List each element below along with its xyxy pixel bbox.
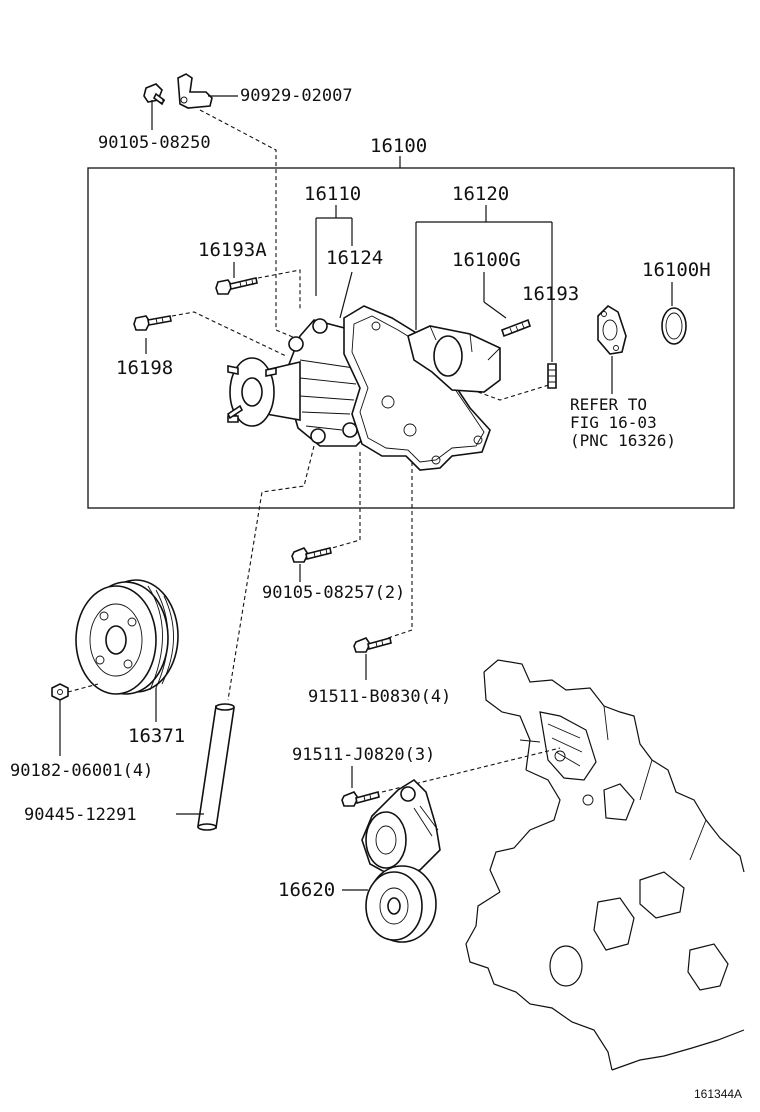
bolt-icon (215, 277, 258, 295)
label-90105-08257: 90105-08257(2) (262, 583, 405, 603)
assembly-box (87, 167, 735, 509)
bolt-icon (353, 637, 392, 653)
bolt-icon (341, 791, 380, 807)
label-91511-B0830: 91511-B0830(4) (308, 687, 451, 707)
engine-block-icon (465, 659, 745, 1071)
o-ring-icon (661, 307, 687, 345)
label-16110: 16110 (304, 183, 361, 205)
label-90445-12291: 90445-12291 (24, 805, 137, 825)
label-16100G: 16100G (452, 249, 521, 271)
label-90182-06001: 90182-06001(4) (10, 761, 153, 781)
label-16193: 16193 (522, 283, 579, 305)
bolt-icon (133, 315, 172, 331)
tensioner-icon (361, 778, 441, 943)
gasket-icon (597, 304, 627, 355)
label-16371: 16371 (128, 725, 185, 747)
stud-icon (547, 363, 557, 389)
label-16124: 16124 (326, 247, 383, 269)
label-refer-to: REFER TO (570, 395, 647, 414)
pulley-icon (75, 579, 179, 695)
label-16100: 16100 (370, 135, 427, 157)
label-16620: 16620 (278, 879, 335, 901)
water-inlet-housing-icon (407, 325, 501, 393)
label-16100H: 16100H (642, 259, 711, 281)
label-16193A: 16193A (198, 239, 267, 261)
figure-id: 161344A (694, 1087, 742, 1101)
bolt-icon (143, 83, 166, 106)
label-refer-fig: FIG 16-03 (570, 413, 657, 432)
label-90105-08250: 90105-08250 (98, 133, 211, 153)
stud-icon (500, 318, 532, 338)
label-90929-02007: 90929-02007 (240, 86, 353, 106)
nut-icon (51, 683, 69, 701)
label-refer-pnc: (PNC 16326) (570, 431, 676, 450)
label-16198: 16198 (116, 357, 173, 379)
bracket-icon (177, 73, 213, 109)
bolt-icon (291, 547, 332, 563)
pipe-icon (197, 703, 235, 831)
label-16120: 16120 (452, 183, 509, 205)
label-91511-J0820: 91511-J0820(3) (292, 745, 435, 765)
